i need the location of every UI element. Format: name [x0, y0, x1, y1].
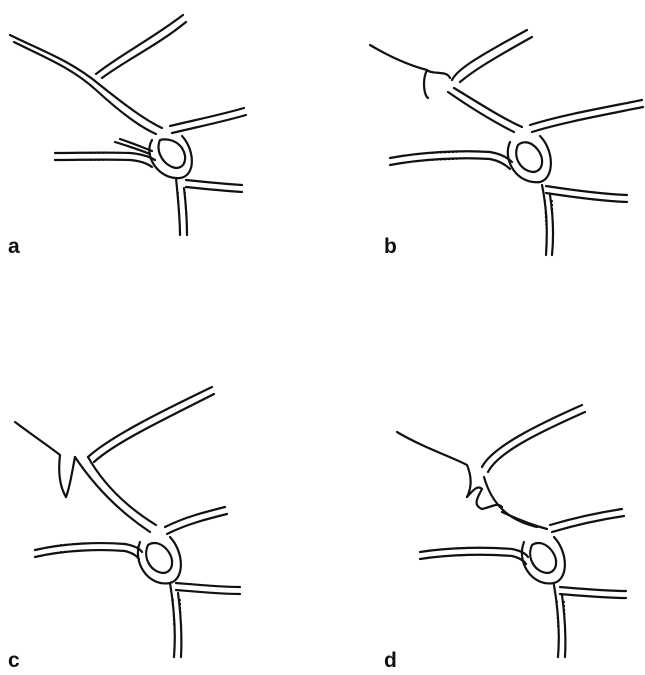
vessel-loop	[146, 543, 172, 573]
vessel-loop	[530, 543, 556, 573]
vessel-segment	[186, 180, 242, 185]
panel-label-b: b	[384, 236, 397, 257]
panel-c-vessel-drawing	[0, 337, 322, 674]
panel-d-vessel-drawing	[322, 337, 644, 674]
vessel-segment	[35, 550, 139, 559]
vessel-segment	[546, 186, 627, 195]
vessel-segment	[502, 512, 547, 529]
panel-a: a	[0, 0, 322, 337]
vessel-segment	[176, 590, 240, 594]
vessel-segment	[460, 37, 532, 82]
panel-d: d	[322, 337, 644, 674]
vessel-segment	[397, 432, 471, 497]
vessel-segment	[176, 583, 240, 587]
vessel-segment	[552, 516, 624, 532]
vessel-segment	[102, 22, 186, 78]
vessel-segment	[454, 88, 522, 127]
vessel-segment	[560, 594, 626, 598]
vessel-segment	[488, 412, 585, 472]
panel-label-d: d	[384, 650, 397, 671]
vessel-segment	[530, 100, 642, 125]
vessel-sprout	[427, 70, 450, 78]
panel-a-vessel-drawing	[0, 0, 322, 337]
panel-c: c	[0, 337, 322, 674]
vessel-sprout	[467, 487, 502, 509]
panel-label-a: a	[8, 236, 20, 257]
vessel-segment	[94, 394, 214, 462]
panel-label-c: c	[8, 650, 20, 671]
vessel-segment	[184, 188, 187, 235]
vessel-segment	[560, 587, 626, 591]
vessel-segment	[484, 477, 537, 527]
vessel-segment	[15, 422, 66, 497]
vessel-segment	[88, 457, 156, 525]
vessel-segment	[178, 593, 181, 657]
vessel-segment	[370, 45, 428, 98]
vessel-segment	[176, 178, 180, 235]
vessel-segment	[420, 555, 526, 564]
vessel-segment	[88, 387, 212, 457]
vessel-segment	[75, 457, 150, 532]
vessel-segment	[167, 514, 227, 534]
vessel-segment	[482, 405, 582, 467]
vessel-segment	[96, 15, 183, 74]
vessel-loop	[159, 139, 186, 168]
panel-b: b	[322, 0, 644, 337]
vessel-segment	[448, 92, 514, 132]
panel-b-vessel-drawing	[322, 0, 644, 337]
vessel-segment	[170, 108, 244, 126]
vessel-segment	[452, 30, 527, 80]
vessel-segment	[186, 187, 242, 192]
vessel-loop	[516, 142, 542, 172]
vessel-sprout	[66, 457, 75, 497]
